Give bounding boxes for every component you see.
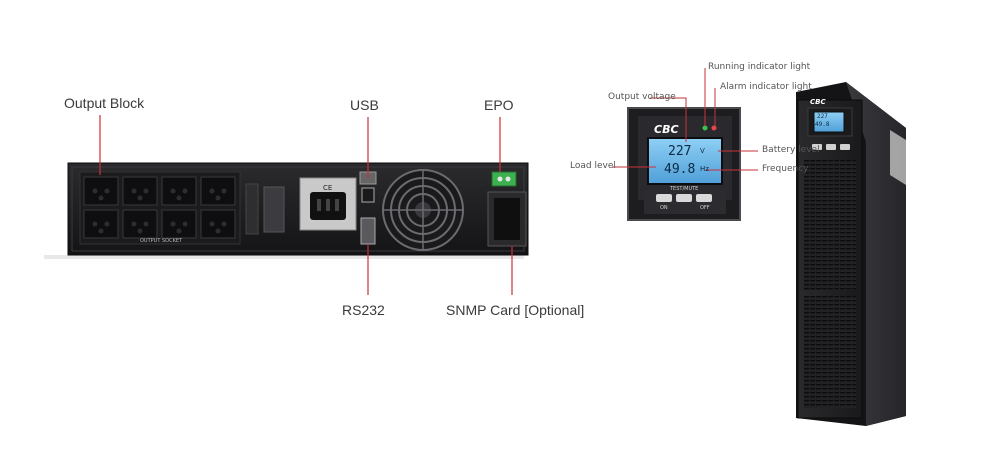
label-running-light: Running indicator light bbox=[708, 62, 811, 72]
side-label bbox=[890, 130, 906, 185]
output-block bbox=[79, 171, 241, 245]
cooling-fan bbox=[382, 169, 464, 251]
label-snmp-card: SNMP Card [Optional] bbox=[446, 302, 585, 318]
tower-lcd bbox=[813, 111, 845, 133]
tower-brand-logo: CBC bbox=[810, 98, 826, 106]
outlet-caption: OUTPUT SOCKET bbox=[140, 238, 183, 244]
snmp-slot bbox=[487, 191, 527, 247]
label-load-level: Load level bbox=[570, 161, 616, 171]
front-panel-closeup bbox=[627, 107, 741, 221]
front-vents-lower bbox=[804, 296, 856, 408]
ce-mark: CE bbox=[323, 184, 333, 192]
ac-inlet bbox=[299, 177, 357, 231]
alarm-light bbox=[711, 125, 717, 131]
brand-logo: CBC bbox=[654, 123, 679, 136]
button-on-caption: ON bbox=[660, 205, 668, 211]
frequency-reading: 49.8 bbox=[664, 162, 696, 177]
label-rs232: RS232 bbox=[342, 302, 385, 318]
tower-ups bbox=[796, 82, 906, 426]
label-epo: EPO bbox=[484, 97, 514, 113]
off-button[interactable] bbox=[696, 194, 712, 202]
button-off-caption: OFF bbox=[700, 205, 710, 211]
breaker-area bbox=[245, 183, 285, 235]
usb-port bbox=[361, 187, 375, 203]
label-battery-level: Battery level bbox=[762, 145, 820, 155]
label-alarm-light: Alarm indicator light bbox=[720, 82, 812, 92]
button-caption: TEST/MUTE bbox=[670, 186, 699, 192]
frequency-unit: Hz bbox=[700, 165, 709, 173]
lcd-screen bbox=[647, 137, 723, 185]
front-vents-upper bbox=[804, 160, 856, 290]
label-usb: USB bbox=[350, 97, 379, 113]
voltage-reading: 227 bbox=[668, 144, 692, 159]
outlet bbox=[83, 176, 236, 239]
tower-voltage-reading: 227 bbox=[817, 113, 828, 120]
on-button[interactable] bbox=[656, 194, 672, 202]
voltage-unit: V bbox=[700, 147, 705, 155]
rear-callouts bbox=[99, 115, 513, 295]
panel-callouts bbox=[612, 68, 758, 171]
label-output-block: Output Block bbox=[64, 95, 145, 111]
epo-connector bbox=[491, 171, 517, 187]
label-frequency: Frequency bbox=[762, 164, 809, 174]
rs232-port bbox=[360, 217, 376, 245]
tower-frequency-reading: 49.8 bbox=[815, 121, 830, 128]
test-mute-button[interactable] bbox=[676, 194, 692, 202]
running-light bbox=[702, 125, 708, 131]
label-output-voltage: Output voltage bbox=[608, 92, 676, 102]
